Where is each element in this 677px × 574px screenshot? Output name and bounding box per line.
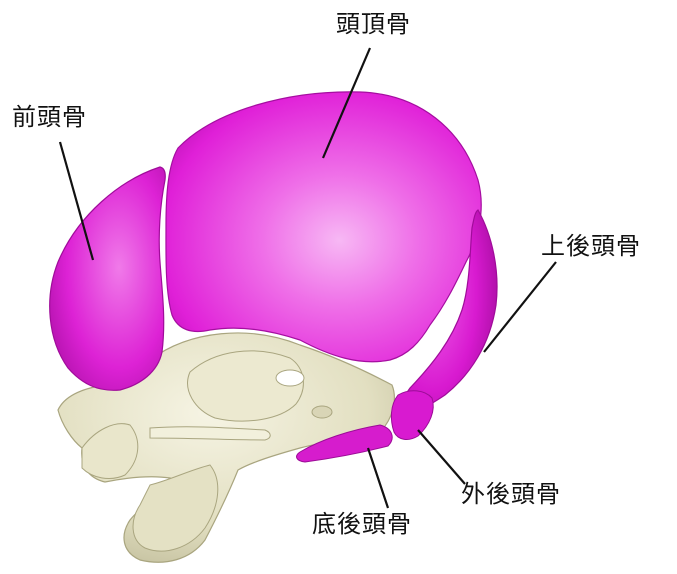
- exoccipital-bone: [391, 391, 433, 440]
- label-frontal: 前頭骨: [12, 103, 87, 131]
- leader-line-exoccipital: [418, 430, 465, 484]
- label-parietal: 頭頂骨: [336, 10, 411, 38]
- mandible-hole: [276, 370, 304, 386]
- leader-line-basioccipital: [368, 448, 388, 508]
- label-exoccipital: 外後頭骨: [461, 480, 561, 508]
- base-hole: [312, 406, 332, 418]
- label-basioccipital: 底後頭骨: [312, 510, 412, 538]
- label-superior-occipital: 上後頭骨: [541, 232, 641, 260]
- parietal-bone: [166, 92, 481, 362]
- frontal-bone: [50, 167, 166, 390]
